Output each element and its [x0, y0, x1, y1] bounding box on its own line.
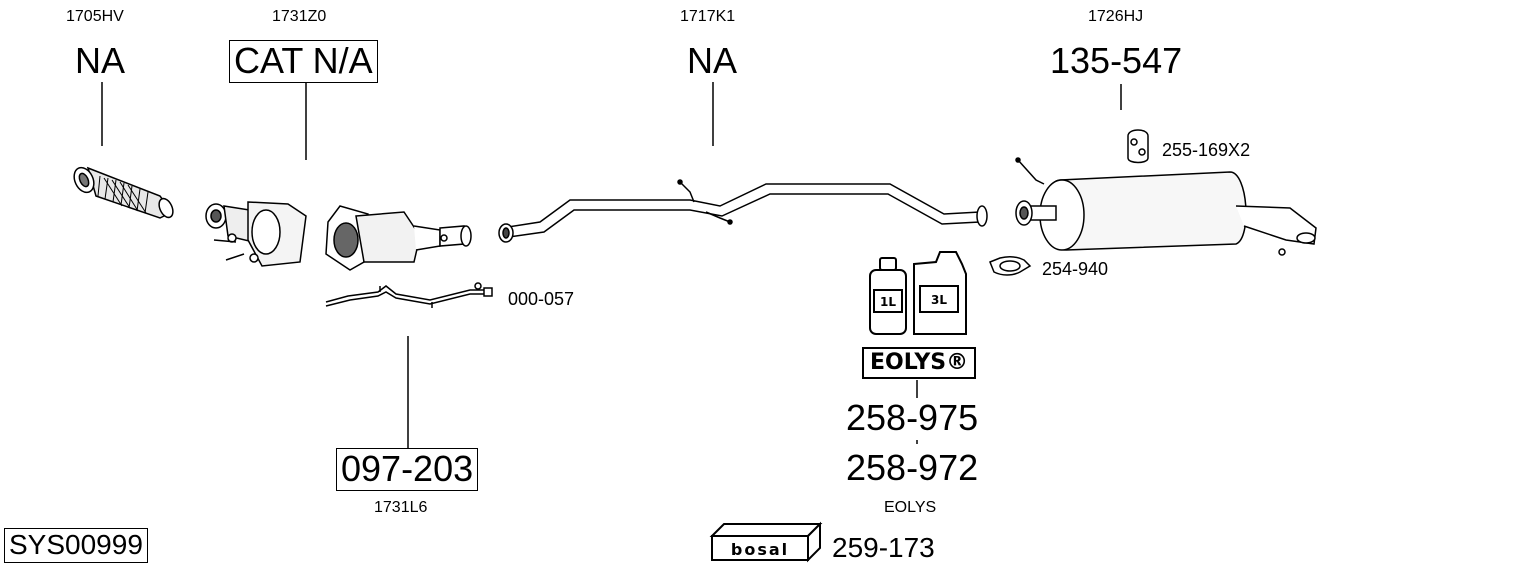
part-particulate-filter: 097-203	[336, 448, 479, 491]
middle-pipe-drawing	[498, 179, 988, 243]
sensor-pipe-drawing	[325, 282, 493, 308]
eolys-can-large	[913, 251, 967, 335]
part-catalyst: CAT N/A	[229, 40, 378, 83]
part-eolys-1: 258-975	[846, 397, 979, 438]
ref-middle-pipe: 1717K1	[680, 8, 736, 25]
ref-catalyst: 1731Z0	[272, 8, 327, 25]
clamp-drawing	[989, 255, 1032, 276]
ref-dpf: 1731L6	[374, 499, 428, 516]
rubber-hanger-drawing	[1127, 129, 1149, 164]
part-eolys-2: 258-972	[846, 447, 979, 488]
part-rear-silencer: 135-547	[1050, 40, 1183, 81]
kit-brand-label: bosal	[731, 540, 789, 559]
system-code: SYS00999	[4, 528, 148, 563]
part-middle-pipe: NA	[687, 40, 738, 81]
front-pipe-drawing	[73, 166, 174, 219]
ref-front-pipe: 1705HV	[66, 8, 124, 25]
eolys-brand-box: EOLYS®	[862, 347, 977, 379]
assembly-kit-drawing	[709, 521, 823, 563]
particulate-filter-drawing	[325, 205, 472, 271]
part-rubber-hanger: 255-169X2	[1162, 140, 1251, 160]
part-assembly-kit: 259-173	[832, 532, 935, 563]
part-front-pipe: NA	[75, 40, 126, 81]
part-sensor-pipe: 000-057	[508, 289, 575, 309]
ref-rear-silencer: 1726HJ	[1088, 8, 1144, 25]
eolys-can-small-label: 1L	[880, 295, 896, 309]
ref-eolys: EOLYS	[884, 499, 937, 516]
eolys-can-large-label: 3L	[931, 293, 947, 307]
eolys-can-small	[869, 257, 907, 335]
rear-silencer-drawing	[1015, 157, 1317, 256]
catalyst-drawing	[205, 201, 307, 267]
part-clamp: 254-940	[1042, 259, 1109, 279]
